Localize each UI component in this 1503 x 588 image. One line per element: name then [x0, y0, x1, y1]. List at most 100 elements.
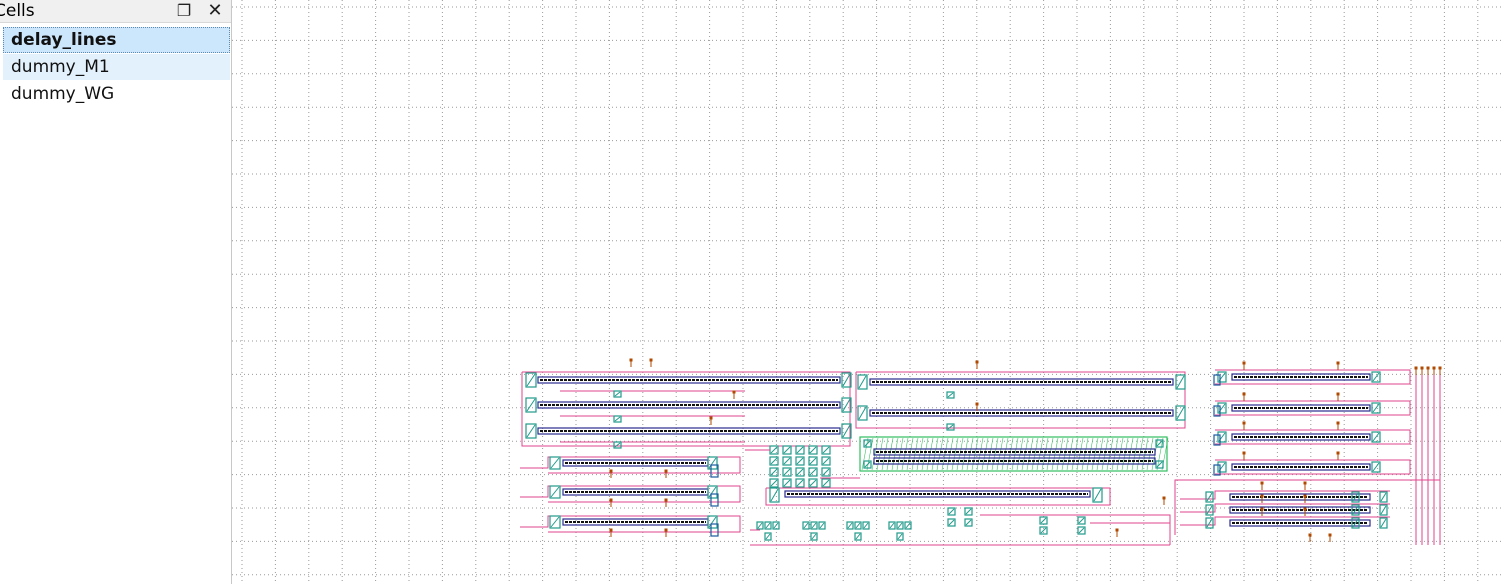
grating-waveguide-2 [873, 457, 1156, 465]
array-component [808, 456, 818, 466]
hatch-line [1131, 437, 1139, 471]
hatch-line [1001, 437, 1009, 471]
pad [1303, 494, 1307, 498]
pad [1438, 366, 1442, 370]
coupler-right [841, 397, 852, 413]
pad [1336, 421, 1340, 425]
hatch-line [981, 437, 989, 471]
component-diag [803, 522, 809, 529]
array-component [795, 445, 805, 455]
component-box [764, 532, 772, 541]
array-component [821, 478, 831, 488]
hatch-line [1091, 437, 1099, 471]
component-diag [809, 457, 817, 465]
component-diag [858, 375, 867, 389]
hatch-line [971, 437, 979, 471]
hatch-line [1156, 437, 1164, 471]
hatch-line [881, 437, 889, 471]
component-diag [708, 457, 717, 469]
pad [629, 358, 633, 362]
hatch-line [1056, 437, 1064, 471]
component-diag [811, 522, 817, 529]
component-box [946, 423, 955, 431]
pad [1303, 481, 1307, 485]
delay-lines-layout [520, 358, 1442, 546]
hatch-line [956, 437, 964, 471]
pad [1328, 533, 1332, 537]
component-diag [1156, 440, 1163, 447]
hatch-line [1031, 437, 1039, 471]
delay-line-right-lower-3 [1229, 519, 1371, 527]
restore-window-icon[interactable]: ❐ [176, 1, 192, 20]
pad [1115, 528, 1119, 532]
pad [732, 390, 736, 394]
component-diag [1093, 488, 1102, 502]
array-component [821, 445, 831, 455]
component-diag [822, 479, 830, 487]
component-box [1205, 504, 1214, 516]
close-icon[interactable]: ✕ [207, 0, 223, 21]
component-box [947, 507, 956, 516]
pad [1260, 481, 1264, 485]
component-box [964, 507, 973, 516]
array-component [795, 456, 805, 466]
component-diag [897, 533, 903, 540]
hatch-line [886, 437, 894, 471]
pad [609, 498, 613, 502]
hatch-line [1006, 437, 1014, 471]
coupler-right [841, 423, 852, 439]
component-box [1039, 526, 1048, 535]
component-diag [550, 457, 560, 469]
component-box [1217, 402, 1227, 414]
component-box [810, 532, 818, 541]
cell-item-dummy-m1[interactable]: dummy_M1 [3, 54, 230, 80]
layout-canvas[interactable] [232, 0, 1503, 584]
pad [609, 469, 613, 473]
component-diag [765, 533, 771, 540]
component-box [810, 521, 818, 530]
cell-item-delay-lines[interactable]: delay_lines [3, 27, 230, 53]
pad [1432, 366, 1436, 370]
component-diag [948, 519, 955, 526]
component-box [1092, 487, 1103, 503]
hatch-line [1041, 437, 1049, 471]
outer-routing-left [521, 371, 851, 447]
component-diag [809, 479, 817, 487]
component-diag [822, 457, 830, 465]
component-diag [819, 522, 825, 529]
hatch-line [946, 437, 954, 471]
component-diag [905, 522, 911, 529]
cell-item-dummy-wg[interactable]: dummy_WG [11, 84, 115, 104]
pad [1162, 496, 1166, 500]
component-box [947, 518, 956, 527]
component-box [1205, 517, 1214, 529]
component-box [1379, 517, 1388, 529]
array-component [795, 478, 805, 488]
outer-routing-mid [855, 371, 1186, 429]
component-diag [809, 468, 817, 476]
component-box [1351, 491, 1360, 503]
array-component [821, 456, 831, 466]
delay-line-left-3 [537, 427, 841, 435]
hatch-line [996, 437, 1004, 471]
component-diag [526, 424, 536, 438]
test-box [613, 390, 622, 398]
component-box [1371, 402, 1381, 414]
component-box [1039, 516, 1048, 525]
component-box [772, 521, 780, 530]
hatch-line [876, 437, 884, 471]
component-diag [708, 516, 717, 528]
pad [709, 416, 713, 420]
array-component [769, 456, 779, 466]
component-box [1379, 491, 1388, 503]
component-diag [614, 416, 621, 422]
component-box [707, 515, 718, 529]
coupler-right [841, 372, 852, 388]
routing-trace [765, 487, 1111, 506]
hatch-line [966, 437, 974, 471]
hatch-line [926, 437, 934, 471]
hatch-line [1086, 437, 1094, 471]
component-diag [1206, 492, 1213, 502]
component-box [769, 487, 780, 503]
component-box [1371, 461, 1381, 473]
